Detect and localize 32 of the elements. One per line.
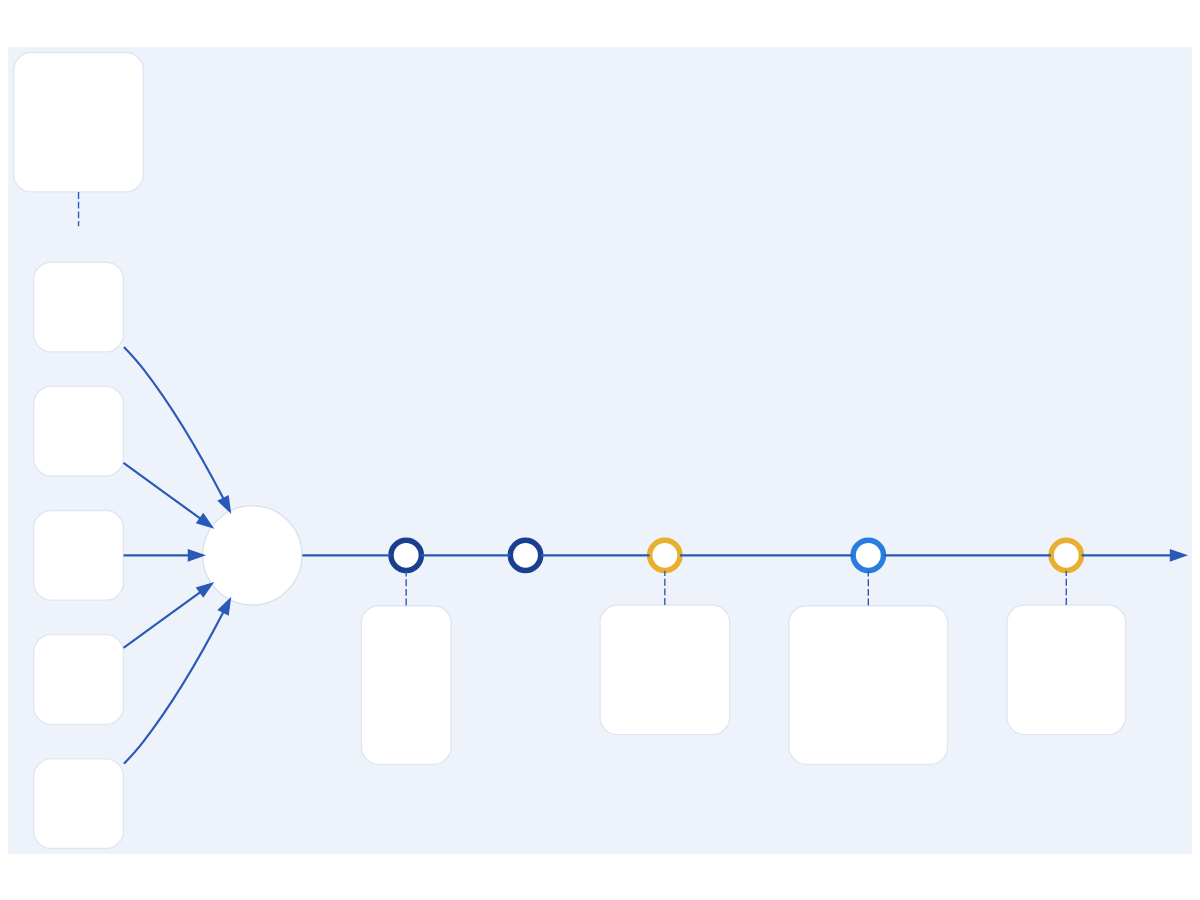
node-box — [599, 603, 731, 735]
node-circle — [507, 536, 544, 573]
node-circle — [850, 536, 887, 573]
arrow — [123, 548, 206, 562]
node-box — [33, 757, 125, 849]
node-box — [788, 604, 949, 765]
node-circle — [1048, 536, 1085, 573]
connector — [77, 190, 80, 227]
node-circle — [388, 536, 425, 573]
node-box — [33, 633, 125, 725]
connector — [664, 569, 666, 606]
connector — [405, 569, 407, 606]
arrow — [123, 345, 232, 514]
arrow — [122, 581, 215, 649]
node-box — [13, 51, 145, 193]
connector — [421, 553, 511, 556]
connector — [541, 553, 650, 556]
node-box — [360, 604, 452, 765]
node-box — [33, 385, 125, 477]
connector — [302, 553, 391, 556]
node-circle — [646, 536, 683, 573]
node-box — [1006, 603, 1127, 735]
connector — [883, 553, 1051, 556]
connector — [680, 553, 854, 556]
arrow — [122, 461, 215, 529]
connector — [1065, 569, 1067, 606]
node-circle — [202, 504, 303, 606]
connector — [867, 569, 869, 606]
node-box — [33, 509, 125, 601]
node-box — [33, 261, 125, 353]
arrow — [1081, 548, 1189, 562]
arrow — [123, 596, 232, 764]
